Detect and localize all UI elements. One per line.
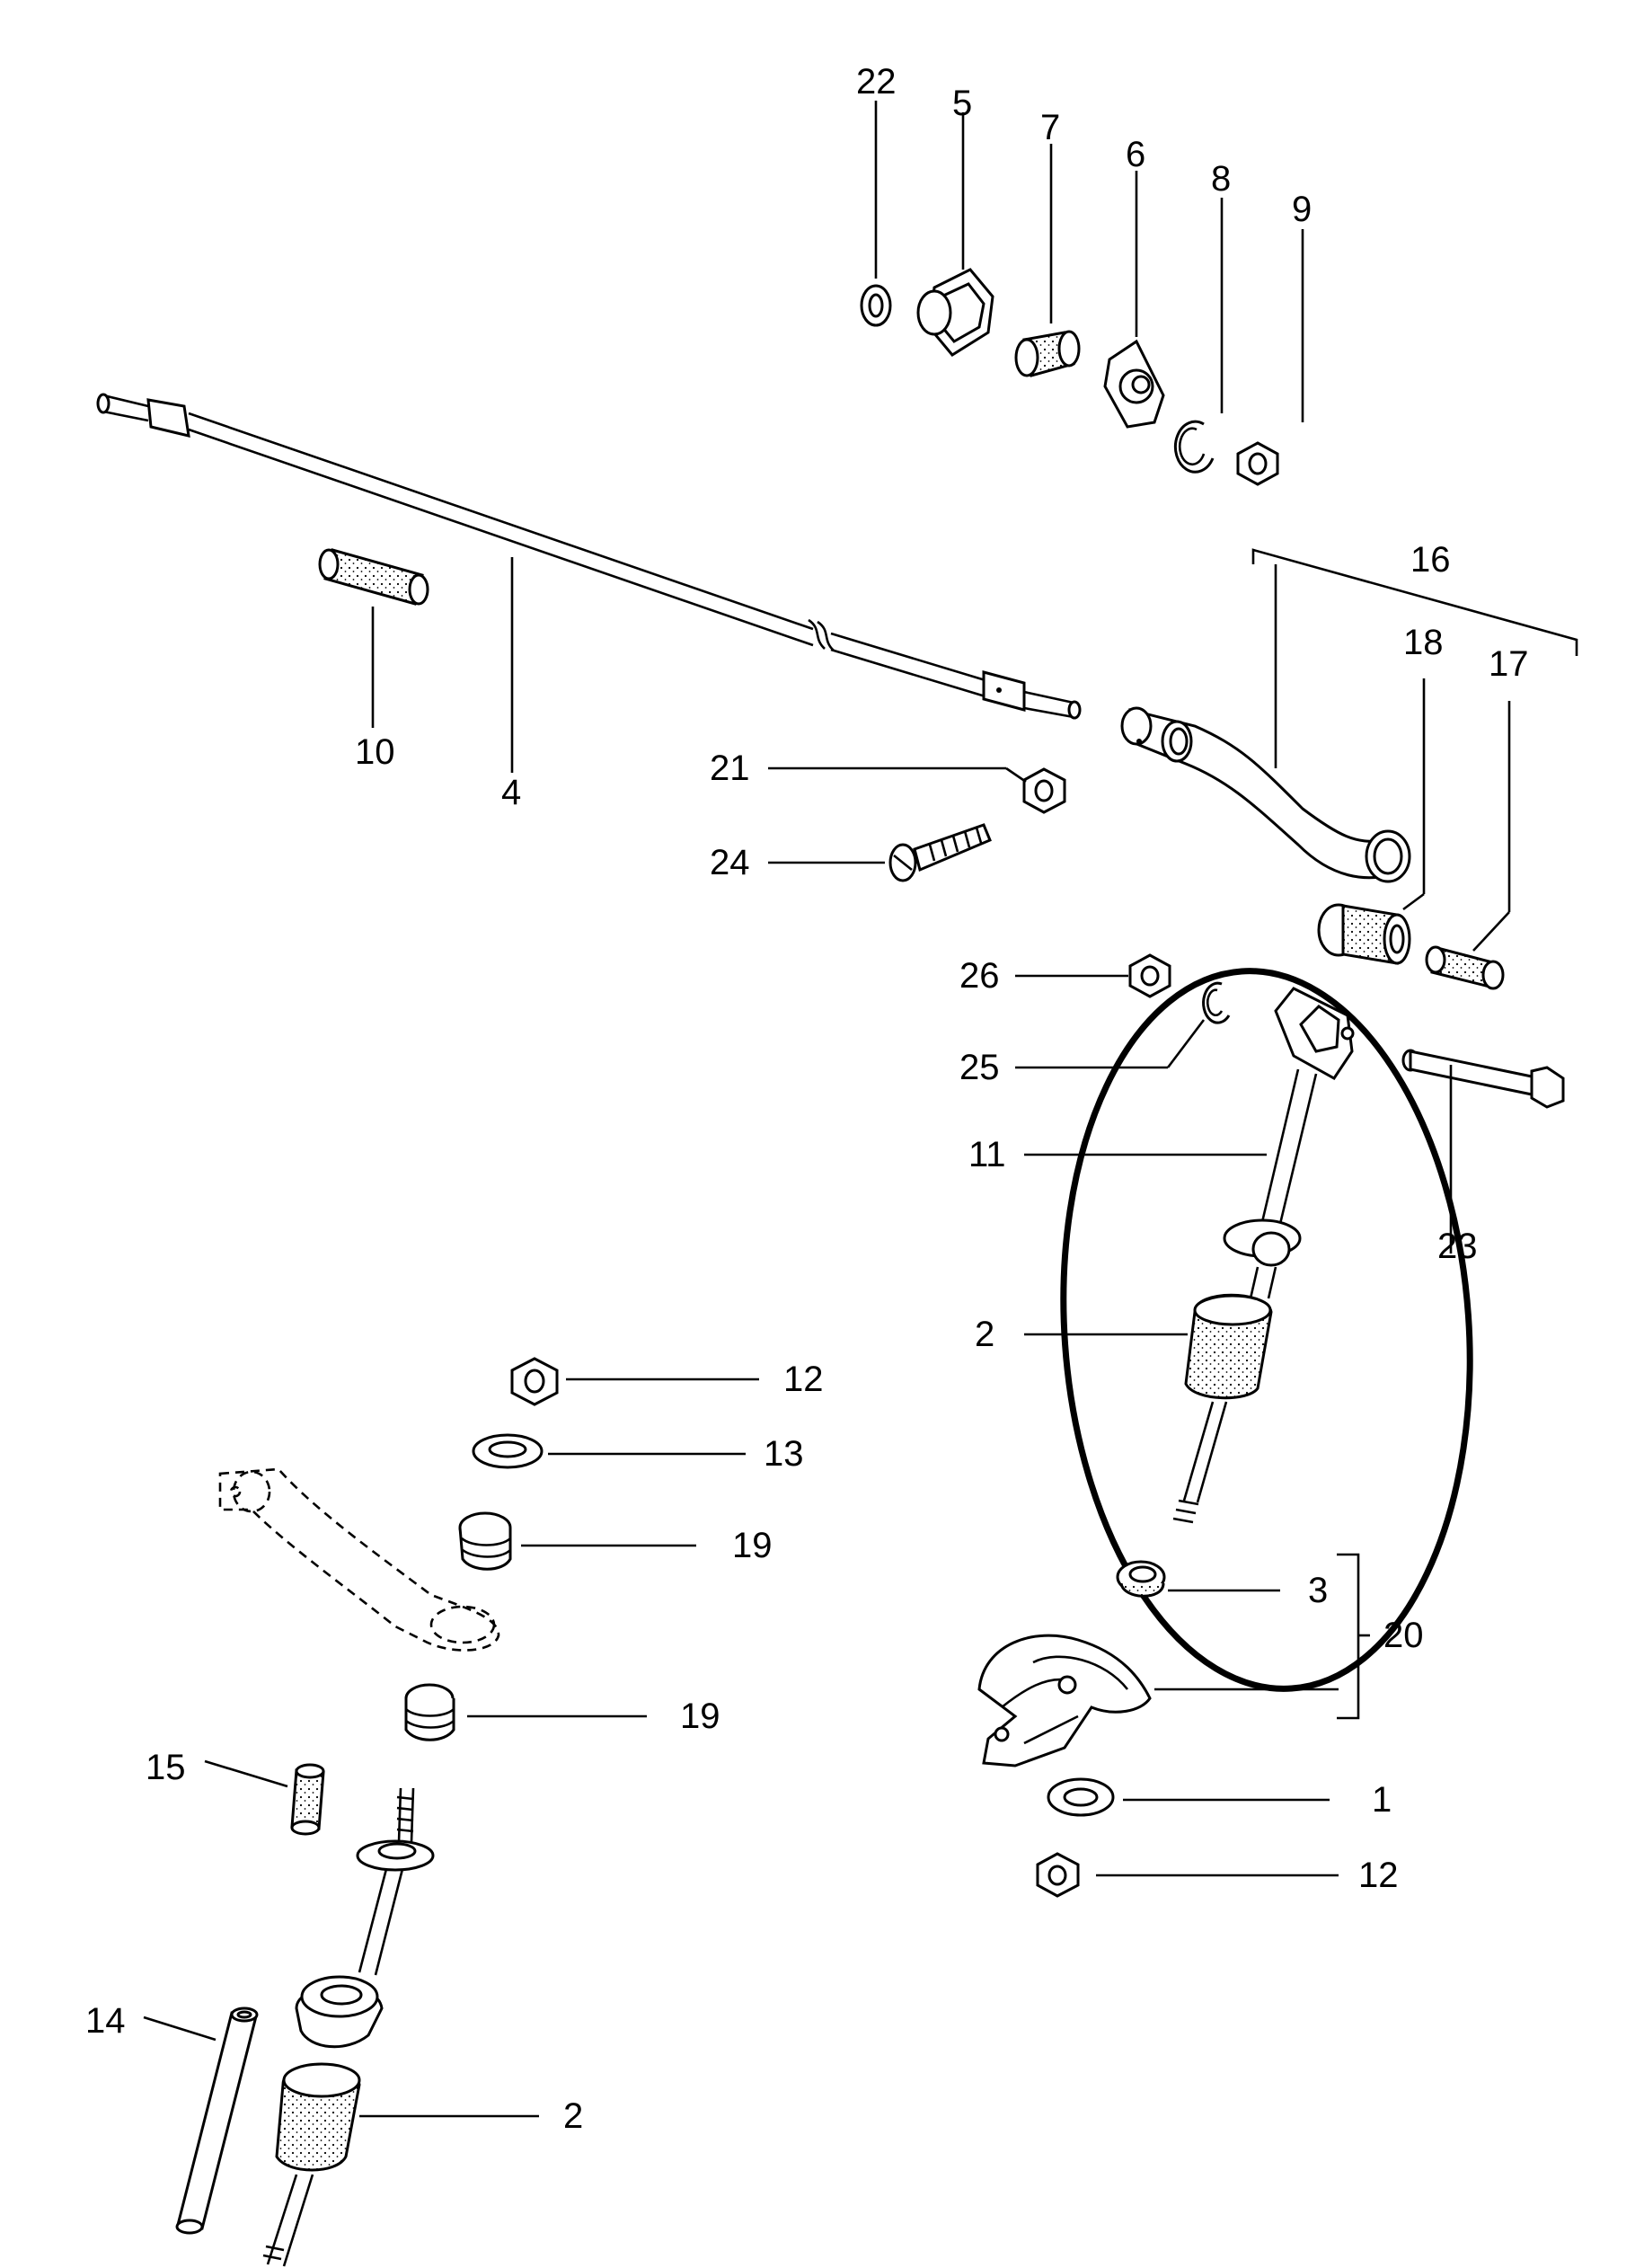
part-12-nut-lower — [1036, 1852, 1080, 1898]
part-2-rubber-boot-lower — [262, 2062, 361, 2267]
label-3: 3 — [1308, 1571, 1328, 1610]
label-10: 10 — [355, 732, 395, 772]
part-10-sleeve — [318, 548, 429, 606]
label-16: 16 — [1410, 540, 1451, 580]
part-5-flange — [916, 268, 994, 357]
part-4-shift-rod — [96, 393, 1082, 720]
leader-15 — [204, 1759, 288, 1788]
part-17-sleeve — [1425, 945, 1505, 990]
bracket-16 — [1251, 548, 1578, 656]
part-19-grommet-upper — [458, 1511, 512, 1571]
label-7: 7 — [1040, 108, 1060, 147]
part-23-bolt — [1401, 1049, 1565, 1109]
label-22: 22 — [856, 62, 897, 102]
part-24-screw — [888, 823, 992, 882]
label-17: 17 — [1489, 644, 1529, 684]
label-9: 9 — [1292, 190, 1312, 229]
label-21: 21 — [710, 749, 750, 788]
part-25-lock-washer — [1202, 981, 1231, 1024]
part-11-shift-lever — [1223, 987, 1355, 1299]
part-18-flanged-bush — [1317, 903, 1411, 965]
label-2-upper: 2 — [975, 1315, 994, 1354]
part-9-nut — [1236, 441, 1279, 486]
part-6-plate — [1103, 339, 1165, 429]
part-16-lever — [1120, 706, 1411, 883]
label-25: 25 — [959, 1048, 1000, 1087]
part-20-housing — [977, 1634, 1152, 1767]
label-19-lower: 19 — [680, 1697, 720, 1736]
label-11: 11 — [968, 1135, 1006, 1174]
leader-14 — [143, 2016, 217, 2042]
label-15: 15 — [146, 1748, 186, 1787]
label-2-lower: 2 — [563, 2096, 583, 2136]
label-26: 26 — [959, 956, 1000, 996]
part-3-grommet — [1116, 1560, 1166, 1598]
label-4: 4 — [501, 773, 521, 812]
label-12-lower: 12 — [1358, 1856, 1399, 1895]
label-18: 18 — [1403, 623, 1444, 662]
phantom-lever-dashed — [218, 1467, 500, 1652]
part-14-tube — [175, 2007, 259, 2235]
part-15-sleeve — [290, 1763, 325, 1836]
part-1-washer — [1047, 1777, 1115, 1817]
label-6: 6 — [1126, 135, 1145, 174]
label-5: 5 — [952, 84, 972, 123]
label-13: 13 — [764, 1434, 804, 1474]
part-13-washer — [472, 1433, 544, 1469]
part-19-grommet-lower — [404, 1683, 455, 1741]
label-1: 1 — [1372, 1780, 1392, 1820]
part-7-bushing — [1014, 330, 1081, 377]
part-8-clip — [1173, 420, 1215, 474]
part-22-washer — [860, 284, 892, 327]
label-19-upper: 19 — [732, 1526, 773, 1565]
part-26-nut — [1128, 953, 1171, 998]
label-12-upper: 12 — [783, 1360, 824, 1399]
lower-shift-lever — [295, 1787, 435, 2049]
part-21-nut — [1022, 767, 1066, 814]
label-24: 24 — [710, 843, 750, 882]
label-8: 8 — [1211, 159, 1231, 199]
label-14: 14 — [85, 2001, 126, 2041]
part-12-nut-upper — [510, 1357, 559, 1406]
label-20: 20 — [1383, 1616, 1424, 1655]
part-2-rubber-boot-upper — [1172, 1293, 1273, 1524]
bracket-20 — [1337, 1553, 1360, 1720]
